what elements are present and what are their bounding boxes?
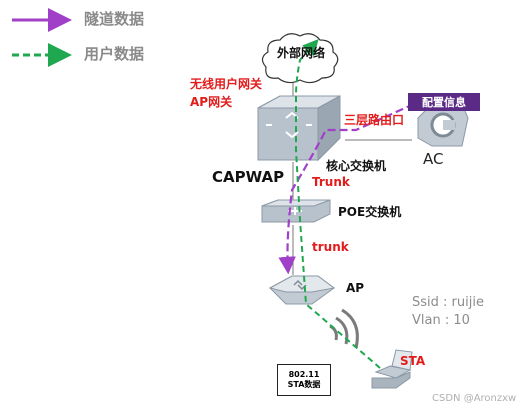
sta-laptop-icon: [371, 349, 413, 389]
core-switch-label: 核心交换机: [326, 159, 387, 173]
ap-label: AP: [346, 281, 365, 295]
sta-data-box: 802.11 STA数据: [277, 364, 331, 396]
ssid-label: Ssid : ruijie: [412, 295, 484, 310]
ac-config-badge-text: 配置信息: [422, 96, 466, 109]
watermark: CSDN @Aronzxw: [432, 393, 517, 404]
sta-data-line1: 802.11: [288, 370, 320, 379]
l3-exit-label: 三层路由口: [344, 113, 405, 127]
wireless-gateway-label: 无线用户网关: [190, 77, 263, 91]
sta-data-line2: STA数据: [287, 380, 321, 389]
legend-tunnel-label: 隧道数据: [84, 10, 145, 28]
ac-config-badge: 配置信息: [408, 93, 480, 111]
tunnel-path: [278, 102, 415, 275]
legend-user-label: 用户数据: [84, 45, 145, 63]
user-data-path: [295, 39, 381, 369]
ac-label: AC: [423, 150, 444, 168]
cloud-label: 外部网络: [276, 46, 325, 60]
sta-label: STA: [400, 354, 426, 368]
trunk-lower-label: trunk: [312, 240, 349, 254]
vlan-label: Vlan : 10: [412, 313, 470, 328]
ap-gateway-label: AP网关: [190, 95, 233, 109]
trunk-upper-label: Trunk: [312, 175, 350, 189]
poe-switch-label: POE交换机: [338, 205, 402, 219]
ap-device-icon: [268, 275, 336, 305]
cloud-shape: [261, 33, 339, 84]
poe-switch-icon: [261, 199, 331, 223]
capwap-label: CAPWAP: [212, 168, 285, 186]
core-switch-icon: [257, 95, 341, 162]
